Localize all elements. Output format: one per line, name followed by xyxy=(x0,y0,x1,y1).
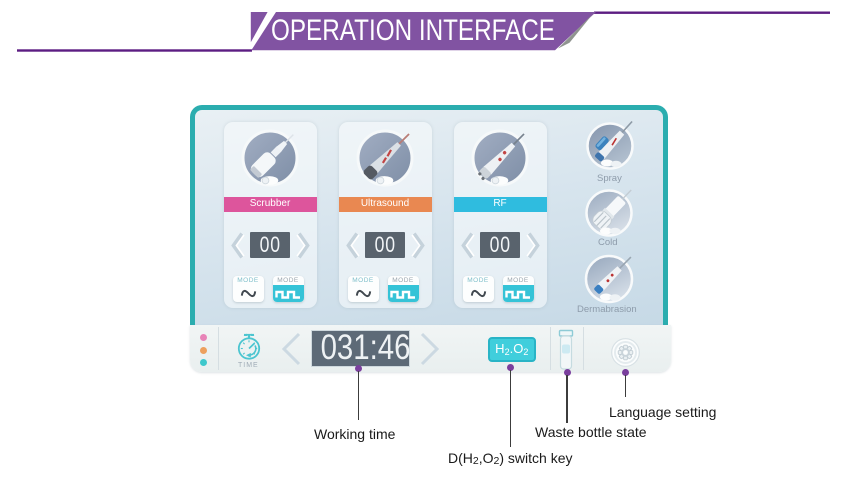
svg-text:OPERATION INTERFACE: OPERATION INTERFACE xyxy=(271,14,555,47)
